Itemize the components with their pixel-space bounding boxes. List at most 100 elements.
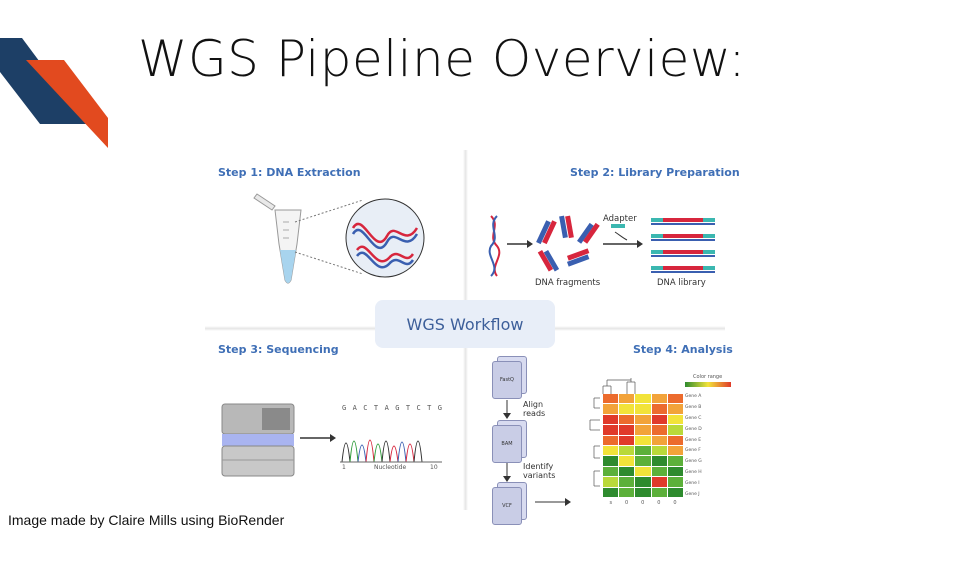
heatmap-cell (603, 414, 619, 425)
arrow-down-icon (503, 463, 511, 482)
gene-label: Gene C (685, 415, 702, 421)
heatmap-grid (603, 394, 683, 497)
heatmap-cell (619, 445, 635, 456)
heatmap-cell (667, 445, 683, 456)
gene-label: Gene D (685, 426, 702, 432)
chromatogram-peaks (340, 439, 442, 463)
align-label-1: Align (523, 400, 544, 409)
heatmap-cell (635, 477, 651, 487)
gene-labels: Gene A Gene B Gene C Gene D Gene E Gene F Gene… (685, 394, 725, 497)
base-call: G (342, 404, 347, 412)
accent-orange-stripe (26, 60, 108, 148)
heatmap-cell (667, 466, 683, 477)
gene-label: Gene A (685, 394, 702, 399)
heatmap-cell (619, 425, 635, 435)
sequencer-icon (221, 403, 295, 477)
tube-cap-icon (253, 193, 276, 211)
align-label-2: reads (523, 409, 546, 418)
gene-label: Gene J (685, 491, 700, 497)
sequencing-arrow (300, 434, 336, 442)
heatmap-cell (603, 477, 619, 487)
step1-title: Step 1: DNA Extraction (218, 166, 361, 179)
heatmap-cell (635, 394, 651, 404)
identify-label-1: Identify (523, 462, 554, 471)
vcf-file-icon: VCF (492, 487, 522, 525)
workflow-figure: Step 1: DNA Extraction Step 2: Library P… (205, 150, 740, 525)
heatmap-cell (619, 404, 635, 414)
heatmap-dendrogram (589, 378, 636, 487)
heatmap-cell (619, 456, 635, 466)
library-label: DNA library (657, 278, 706, 288)
heatmap-cell (667, 477, 683, 487)
heatmap-cell (651, 414, 667, 425)
heatmap-cell (651, 456, 667, 466)
heatmap-cell (603, 435, 619, 445)
heatmap-cell (635, 435, 651, 445)
heatmap-cell (651, 435, 667, 445)
slide-title: WGS Pipeline Overview: (138, 30, 746, 88)
axis-nucleotide-label: Nucleotide (374, 464, 407, 471)
heatmap-cell (635, 414, 651, 425)
arrow-right-icon (535, 498, 571, 506)
gene-label: Gene F (685, 448, 701, 454)
heatmap-cell (603, 445, 619, 456)
step4-title: Step 4: Analysis (633, 343, 733, 356)
arrow-down-icon (503, 400, 511, 419)
gene-label: Gene E (685, 437, 702, 443)
slide: WGS Pipeline Overview: Step 1: DNA Extra… (0, 30, 746, 528)
heatmap-cell (603, 404, 619, 414)
accent-navy-stripe (0, 38, 86, 124)
heatmap-cell (603, 394, 619, 404)
heatmap-cell (667, 425, 683, 435)
gene-label: Gene I (685, 481, 700, 486)
adapter-label: Adapter (603, 214, 637, 224)
dna-library-icon (651, 218, 715, 273)
heatmap-cell (651, 477, 667, 487)
sample-label: s (609, 500, 613, 506)
base-call: A (384, 404, 389, 412)
dna-strand-blue (351, 228, 419, 250)
heatmap-cell (651, 425, 667, 435)
dna-extraction-illustration (253, 193, 425, 284)
heatmap-cell (667, 487, 683, 497)
image-credit: Image made by Claire Mills using BioRend… (8, 512, 285, 528)
axis-end-label: 10 (430, 464, 438, 471)
heatmap-cell (651, 445, 667, 456)
heatmap-cell (603, 466, 619, 477)
axis-start-label: 1 (342, 464, 346, 471)
heatmap-cell (619, 477, 635, 487)
heatmap-cell (651, 394, 667, 404)
sample-label: 0 (641, 500, 645, 506)
fastq-file-icon: FastQ (492, 361, 522, 399)
sample-labels: s 0 0 0 0 (603, 500, 683, 506)
sample-label: 0 (624, 500, 629, 506)
sample-label: 0 (673, 500, 677, 506)
gene-label: Gene B (685, 404, 702, 410)
base-call: T (405, 404, 411, 412)
heatmap-cell (667, 404, 683, 414)
dna-strand-red (351, 222, 419, 244)
color-range-bar (685, 382, 731, 387)
heatmap-cell (619, 394, 635, 404)
heatmap-cell (635, 404, 651, 414)
adapter-icon (611, 224, 625, 228)
step2-title: Step 2: Library Preparation (570, 166, 740, 179)
base-call: G (395, 404, 400, 412)
heatmap-cell (619, 466, 635, 477)
base-call: C (416, 404, 421, 412)
step3-title: Step 3: Sequencing (218, 343, 339, 356)
sample-label: 0 (657, 500, 661, 506)
heatmap-cell (651, 466, 667, 477)
heatmap-cell (667, 456, 683, 466)
gene-label: Gene H (685, 470, 702, 476)
tube-liquid (280, 250, 296, 283)
base-call: C (363, 404, 368, 412)
base-call: T (427, 404, 432, 412)
heatmap-cell (651, 487, 667, 497)
heatmap-cell (635, 445, 651, 456)
heatmap-cell (603, 456, 619, 466)
heatmap-cell (619, 435, 635, 445)
heatmap-cell (619, 487, 635, 497)
identify-label-2: variants (523, 471, 556, 480)
